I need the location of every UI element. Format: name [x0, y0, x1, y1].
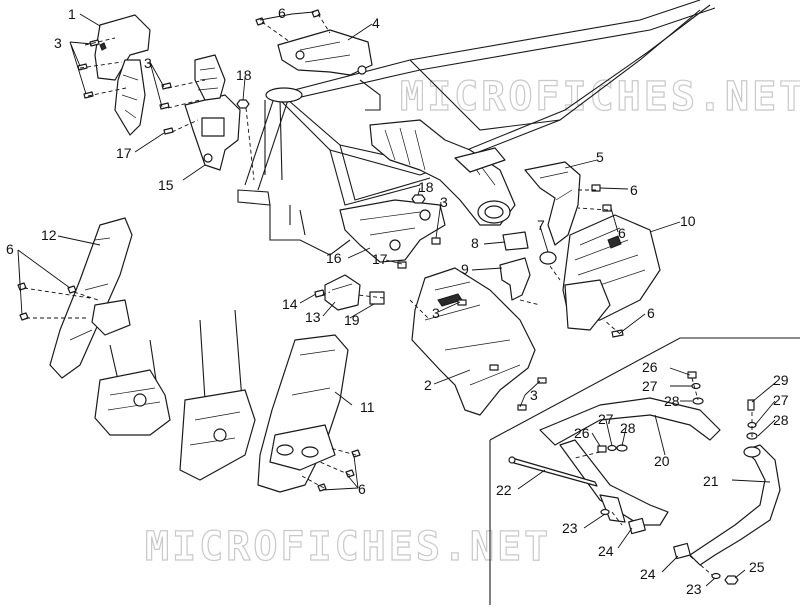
callout-4: 4: [372, 15, 380, 31]
part-7-grommet: [539, 251, 557, 265]
callout-12: 12: [41, 227, 57, 243]
callout-24: 24: [598, 543, 614, 559]
callout-6: 6: [6, 241, 14, 257]
part-4-cover: [277, 29, 373, 76]
part-24-spacers: [628, 517, 691, 560]
callout-labels: 1 3 3 18 17 15 6 4 5 6 6 10 6 18 3 7 8 9…: [6, 5, 789, 597]
part-3-bolts-de: [457, 299, 547, 411]
callout-20: 20: [654, 453, 670, 469]
part-8-clip: [502, 231, 529, 251]
callout-13: 13: [305, 309, 321, 325]
callout-17: 17: [116, 145, 132, 161]
callout-5: 5: [596, 149, 604, 165]
callout-7: 7: [537, 217, 545, 233]
callout-27: 27: [773, 392, 789, 408]
callout-26: 26: [642, 359, 658, 375]
part-3-bolt-c: [431, 237, 441, 245]
callout-3: 3: [440, 194, 448, 210]
callout-22: 22: [496, 482, 512, 498]
callout-23: 23: [686, 581, 702, 597]
part-15-bracket: [184, 54, 241, 171]
part-9-bracket: [499, 257, 531, 301]
callout-24: 24: [640, 566, 656, 582]
callout-17: 17: [372, 251, 388, 267]
callout-21: 21: [703, 473, 719, 489]
watermark-lower: MICROFICHES.NET: [145, 524, 551, 570]
callout-28: 28: [620, 420, 636, 436]
callout-26: 26: [574, 425, 590, 441]
part-16-bracket: [339, 199, 446, 263]
callout-18: 18: [418, 179, 434, 195]
callout-28: 28: [664, 393, 680, 409]
callout-11: 11: [360, 399, 375, 415]
part-18-nut-b: [411, 194, 426, 204]
part-1-cover: [94, 14, 151, 136]
callout-19: 19: [344, 312, 360, 328]
watermark-upper: MICROFICHES.NET: [400, 74, 800, 120]
assembly-dash-lines: [23, 13, 753, 576]
callout-9: 9: [461, 261, 469, 277]
rail-subassembly-frame: [489, 337, 800, 605]
part-14-screw: [314, 289, 325, 298]
callout-6: 6: [630, 182, 638, 198]
callout-3: 3: [530, 387, 538, 403]
callout-27: 27: [642, 378, 658, 394]
callout-2: 2: [424, 377, 432, 393]
part-5-shield: [524, 161, 581, 246]
part-11-fork-guard: [257, 334, 349, 493]
callout-28: 28: [773, 412, 789, 428]
callout-23: 23: [562, 520, 578, 536]
part-21-rail: [689, 444, 781, 566]
intake-assembly: [369, 119, 516, 226]
part-13-cover: [324, 274, 361, 311]
part-6-screws-c: [611, 329, 624, 338]
callout-29: 29: [773, 372, 789, 388]
callout-27: 27: [598, 411, 614, 427]
part-6-screws-f: [317, 449, 361, 492]
part-10-filter-box: [562, 214, 661, 331]
part-2-lower-cover: [411, 267, 536, 416]
callout-6: 6: [618, 225, 626, 241]
callout-6: 6: [278, 5, 286, 21]
callout-14: 14: [282, 296, 298, 312]
fork-left: [94, 339, 171, 436]
callout-6: 6: [358, 481, 366, 497]
callout-15: 15: [158, 177, 174, 193]
callout-16: 16: [326, 250, 342, 266]
leader-lines: [17, 11, 776, 587]
callout-1: 1: [68, 6, 76, 22]
callout-8: 8: [471, 235, 479, 251]
main-frame: [237, 0, 716, 256]
part-12-fork-guard: [49, 217, 133, 379]
part-18-nut-a: [236, 99, 250, 109]
callout-10: 10: [680, 213, 696, 229]
fork-right: [179, 309, 256, 481]
callout-18: 18: [236, 67, 252, 83]
callout-6: 6: [647, 305, 655, 321]
part-20-rail: [539, 397, 721, 526]
part-22-rod: [508, 456, 598, 487]
callout-3: 3: [432, 305, 440, 321]
callout-3: 3: [144, 55, 152, 71]
callout-3: 3: [54, 35, 62, 51]
callout-25: 25: [749, 559, 765, 575]
part-6-screws-b: [591, 184, 612, 212]
